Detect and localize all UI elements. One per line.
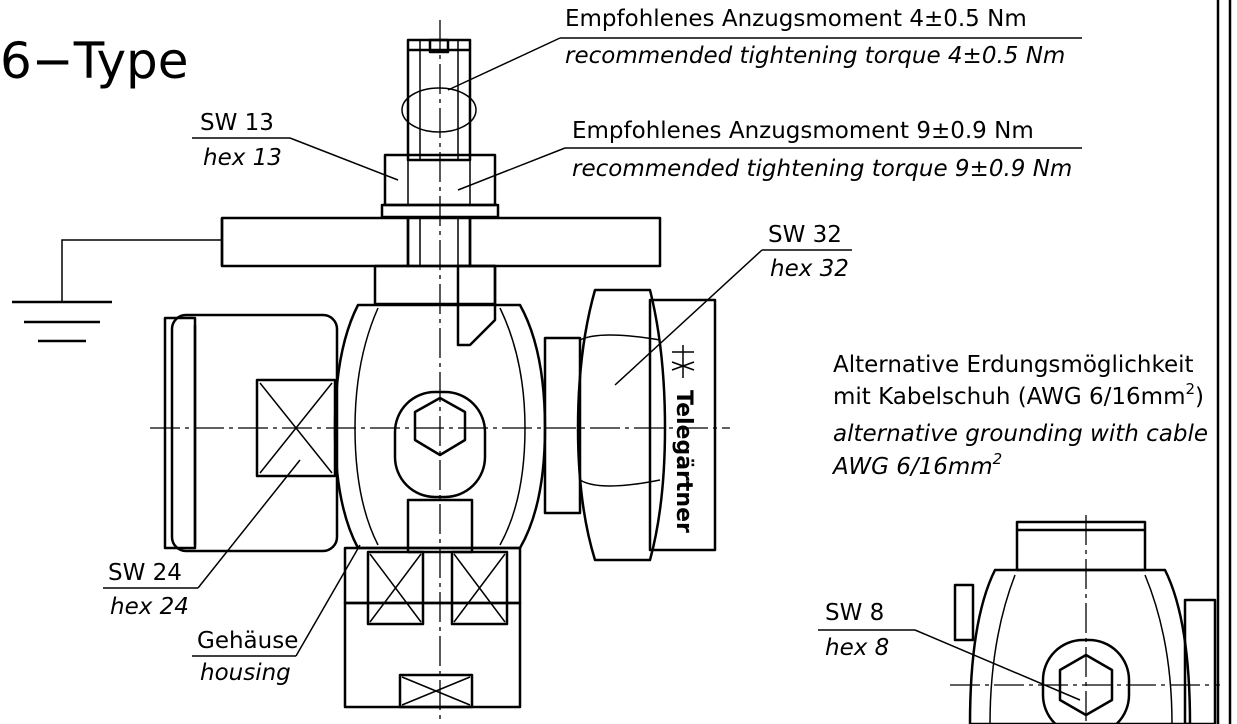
housing-callout: Gehäuse housing	[192, 544, 361, 686]
torque-top-callout: Empfohlenes Anzugsmoment 4±0.5 Nm recomm…	[447, 6, 1082, 91]
housing-de: Gehäuse	[197, 628, 298, 654]
torque-top-de: Empfohlenes Anzugsmoment 4±0.5 Nm	[565, 6, 1027, 32]
sw8-callout: SW 8 hex 8	[818, 600, 1081, 701]
torque-mid-en: recommended tightening torque 9±0.9 Nm	[572, 156, 1072, 182]
torque-mid-de: Empfohlenes Anzugsmoment 9±0.9 Nm	[572, 118, 1034, 144]
left-connector	[163, 313, 339, 553]
sw13-en: hex 13	[203, 145, 282, 171]
sw8-de: SW 8	[825, 600, 884, 626]
drawing-title: 6−Type	[0, 32, 189, 90]
brand-label: Telegärtner	[671, 390, 696, 533]
mounting-plate	[220, 216, 662, 268]
sw24-de: SW 24	[108, 560, 182, 586]
sw32-en: hex 32	[770, 256, 849, 282]
frame-border	[1216, 0, 1232, 724]
housing-en: housing	[200, 660, 291, 686]
brand-logo-icon	[671, 345, 695, 378]
sw13-de: SW 13	[200, 110, 274, 136]
ground-stud	[373, 38, 500, 347]
torque-mid-callout: Empfohlenes Anzugsmoment 9±0.9 Nm recomm…	[457, 118, 1082, 191]
sw24-callout: SW 24 hex 24	[103, 459, 301, 620]
centerlines	[150, 20, 730, 720]
torque-top-en: recommended tightening torque 4±0.5 Nm	[565, 43, 1065, 69]
sw8-en: hex 8	[825, 635, 889, 661]
detail-view	[950, 515, 1220, 724]
sw32-callout: SW 32 hex 32	[614, 222, 852, 386]
sw32-de: SW 32	[768, 222, 842, 248]
sw13-callout: SW 13 hex 13	[192, 110, 399, 181]
ground-symbol	[12, 239, 222, 343]
grounding-de-line2: mit Kabelschuh (AWG 6/16mm2)	[833, 380, 1204, 410]
sw24-en: hex 24	[110, 594, 189, 620]
grounding-de-line1: Alternative Erdungsmöglichkeit	[833, 352, 1194, 378]
right-connector: Telegärtner	[543, 288, 717, 562]
grounding-note: Alternative Erdungsmöglichkeit mit Kabel…	[831, 352, 1208, 480]
grounding-en-line1: alternative grounding with cable	[833, 421, 1208, 447]
grounding-en-line2: AWG 6/16mm2	[831, 450, 1002, 480]
